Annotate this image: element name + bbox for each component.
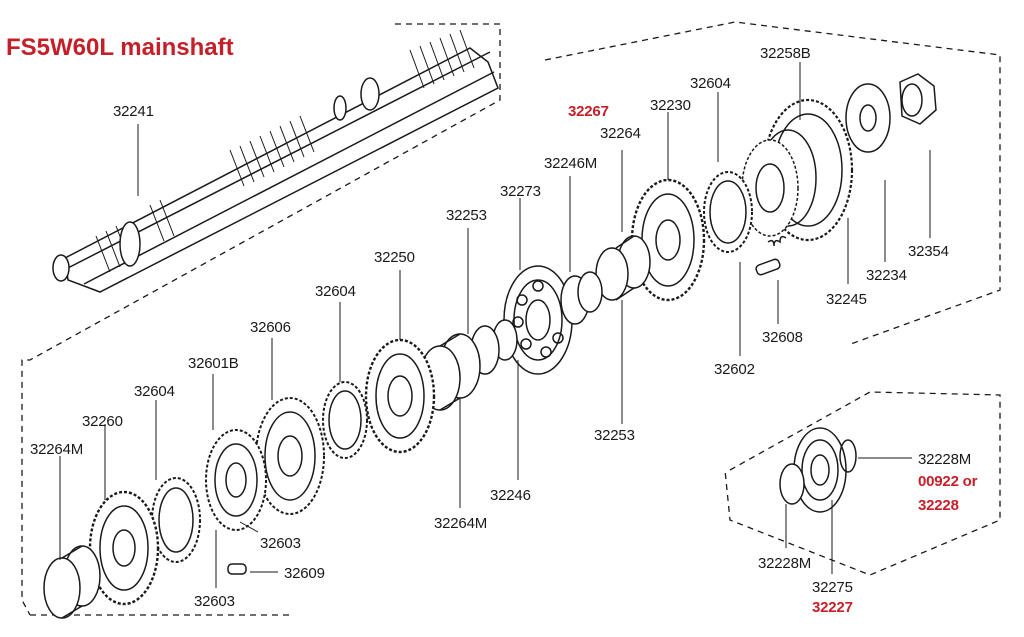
key-32608 bbox=[755, 258, 781, 276]
part-label-32606: 32606 bbox=[250, 319, 291, 336]
synchro-ring-low bbox=[151, 477, 201, 563]
part-label-32250: 32250 bbox=[374, 249, 415, 266]
part-label-mainshaft: 32241 bbox=[113, 103, 154, 120]
part-label-32273: 32273 bbox=[500, 183, 541, 200]
part-label-32603-a: 32603 bbox=[260, 535, 301, 552]
part-label-32246m: 32246M bbox=[544, 155, 598, 172]
needle-bearing-low bbox=[43, 545, 101, 619]
gear-32260-part bbox=[88, 490, 160, 606]
hub-sleeve-part bbox=[255, 397, 325, 515]
part-label-32267: 32267 bbox=[568, 103, 609, 120]
part-label-32264m-bottom: 32264M bbox=[434, 515, 488, 532]
part-label-32228m-right: 32228M bbox=[918, 451, 972, 468]
snap-ring-part bbox=[779, 463, 805, 505]
part-label-32603-b: 32603 bbox=[194, 593, 235, 610]
part-label-32354: 32354 bbox=[908, 243, 949, 260]
part-label-32604-top: 32604 bbox=[690, 75, 731, 92]
part-label-32604-low: 32604 bbox=[134, 383, 175, 400]
part-label-32608: 32608 bbox=[762, 329, 803, 346]
part-label-32264m-left: 32264M bbox=[30, 441, 84, 458]
thrust-washer-part bbox=[845, 83, 891, 153]
part-label-32602: 32602 bbox=[714, 361, 755, 378]
part-label-32245: 32245 bbox=[826, 291, 867, 308]
inset-bearing-part bbox=[793, 427, 857, 513]
part-label-32230: 32230 bbox=[650, 97, 691, 114]
part-label-32275: 32275 bbox=[812, 579, 853, 596]
center-bearing-part bbox=[503, 265, 573, 375]
leader-lines bbox=[59, 62, 931, 588]
part-label-32246: 32246 bbox=[490, 487, 531, 504]
part-label-32253-bottom: 32253 bbox=[594, 427, 635, 444]
part-label-32604-mid: 32604 bbox=[315, 283, 356, 300]
spring-part bbox=[767, 235, 787, 247]
synchro-ring-mid bbox=[322, 381, 368, 459]
synchro-ring-part bbox=[703, 171, 753, 253]
lock-nut-part bbox=[899, 73, 937, 125]
diagram-title: FS5W60L mainshaft bbox=[6, 34, 234, 61]
part-label-32253-top: 32253 bbox=[446, 207, 487, 224]
part-label-32227: 32227 bbox=[812, 599, 853, 616]
alt-part-line-1: 00922 or bbox=[918, 473, 978, 490]
part-label-32264: 32264 bbox=[600, 125, 641, 142]
part-label-32258b: 32258B bbox=[760, 45, 811, 62]
part-label-32601b: 32601B bbox=[188, 355, 239, 372]
clutch-hub-part bbox=[205, 429, 267, 531]
mainshaft-part bbox=[52, 29, 499, 293]
part-label-32228m-bottom: 32228M bbox=[758, 555, 812, 572]
needle-bearing-upper bbox=[595, 235, 651, 301]
gear-32250-part bbox=[364, 338, 436, 454]
part-label-32234: 32234 bbox=[866, 267, 907, 284]
alt-part-line-2: 32228 bbox=[918, 497, 959, 514]
fifth-gear-part bbox=[741, 98, 854, 242]
part-label-32260: 32260 bbox=[82, 413, 123, 430]
part-label-32609: 32609 bbox=[284, 565, 325, 582]
shaft-collar-part bbox=[470, 271, 603, 375]
assembly-boundary bbox=[21, 21, 1001, 616]
shifting-key-part bbox=[227, 563, 247, 575]
